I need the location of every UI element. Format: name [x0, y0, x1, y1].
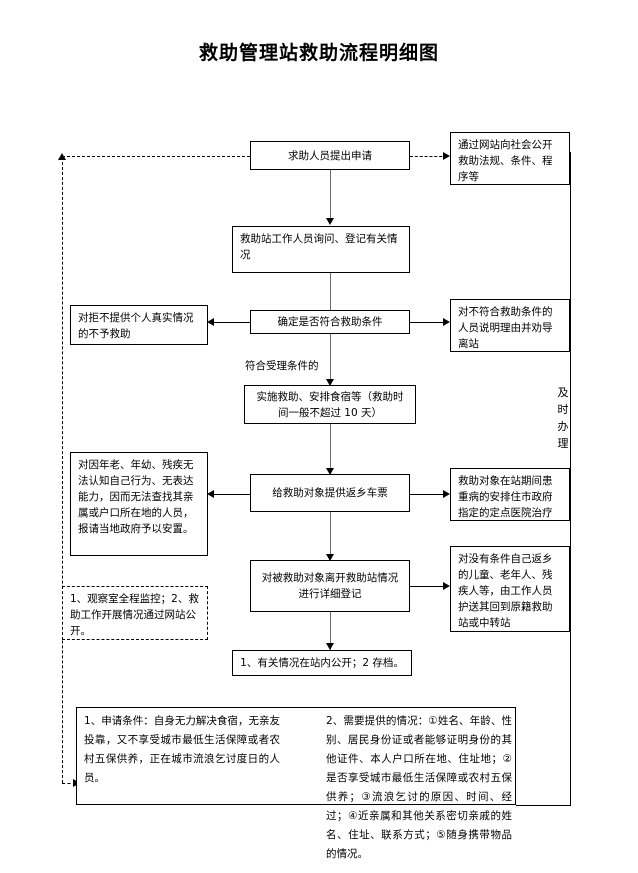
node-branch-not-eligible-label: 对不符合救助条件的人员说明理由并劝导离站: [458, 306, 553, 350]
connector-right-return-bottom: [516, 805, 571, 806]
arrowhead-escort: [443, 582, 450, 590]
footer-note-right: 2、需要提供的情况：①姓名、年龄、性别、居民身份证或者能够证明身份的其他证件、本…: [326, 715, 512, 860]
connector-ticket-to-register: [330, 512, 331, 560]
arrowhead-refuse-truth: [207, 318, 214, 326]
node-step-assist[interactable]: 实施救助、安排食宿等（救助时间一般不超过 10 天）: [244, 385, 416, 424]
page-title: 救助管理站救助流程明细图: [198, 42, 439, 64]
node-step-assist-label: 实施救助、安排食宿等（救助时间一般不超过 10 天）: [256, 390, 404, 419]
node-step-inquire[interactable]: 救助站工作人员询问、登记有关情况: [232, 226, 410, 273]
connector-left-dashed-vertical: [62, 162, 63, 783]
connector-assist-to-ticket: [330, 424, 331, 474]
node-branch-refuse-truth-label: 对拒不提供个人真实情况的不予救助: [78, 312, 194, 340]
arrowhead-publicize: [443, 152, 450, 160]
node-branch-refuse-truth[interactable]: 对拒不提供个人真实情况的不予救助: [70, 305, 208, 345]
node-step-apply[interactable]: 求助人员提出申请: [250, 141, 410, 170]
arrowhead-ticket: [326, 468, 334, 475]
node-branch-not-eligible[interactable]: 对不符合救助条件的人员说明理由并劝导离站: [450, 299, 570, 352]
node-step-inquire-label: 救助站工作人员询问、登记有关情况: [240, 233, 398, 261]
connector-apply-to-inquire: [330, 170, 331, 222]
node-branch-publicize[interactable]: 通过网站向社会公开救助法规、条件、程序等: [450, 132, 570, 185]
node-step-ticket[interactable]: 给救助对象提供返乡车票: [250, 474, 410, 512]
connector-ticket-to-hospital: [410, 494, 447, 495]
connector-determine-to-not-eligible: [410, 322, 447, 323]
node-step-ticket-label: 给救助对象提供返乡车票: [272, 487, 388, 499]
node-step-determine[interactable]: 确定是否符合救助条件: [250, 310, 410, 334]
connector-determine-to-assist: [330, 334, 331, 384]
arrowhead-register-leave: [326, 554, 334, 561]
arrowhead-hospital: [443, 490, 450, 498]
arrowhead-publish-archive: [326, 643, 334, 650]
edge-label-eligible: 符合受理条件的: [245, 358, 319, 373]
node-step-register-leave[interactable]: 对被救助对象离开救助站情况进行详细登记: [250, 560, 410, 612]
node-step-register-leave-label: 对被救助对象离开救助站情况进行详细登记: [261, 572, 399, 600]
node-branch-hospital[interactable]: 救助对象在站期间患重病的安排住市政府指定的定点医院治疗: [450, 468, 570, 521]
connector-determine-to-refuse: [214, 322, 250, 323]
node-branch-resettle[interactable]: 对因年老、年幼、残疾无法认知自己行为、无表达能力，因而无法查找其亲属或户口所在地…: [70, 452, 208, 556]
node-step-determine-label: 确定是否符合救助条件: [277, 316, 383, 328]
connector-register-to-escort: [410, 586, 447, 587]
connector-apply-left-dashed: [62, 156, 250, 157]
connector-right-return-vertical: [570, 152, 571, 805]
node-branch-publicize-label: 通过网站向社会公开救助法规、条件、程序等: [458, 139, 553, 183]
node-step-publish-archive-label: 1、有关情况在站内公开；2 存档。: [240, 657, 404, 669]
connector-ticket-to-resettle: [214, 494, 250, 495]
connector-apply-to-publicize-dashed: [410, 156, 447, 157]
connector-inquire-to-determine: [330, 273, 331, 315]
label-timely-processing: 及时办理: [557, 386, 569, 450]
connector-left-dashed-to-footer: [62, 783, 76, 784]
arrowhead-not-eligible: [443, 318, 450, 326]
arrowhead-inquire: [326, 218, 334, 225]
node-step-apply-label: 求助人员提出申请: [288, 149, 372, 162]
connector-register-to-publish: [330, 612, 331, 650]
arrowhead-apply-loop-up: [58, 153, 66, 160]
footer-note-left: 1、申请条件：自身无力解决食宿，无亲友投靠，又不享受城市最低生活保障或者农村五保…: [84, 715, 280, 784]
node-note-monitor-label: 1、观察室全程监控；2、救助工作开展情况通过网站公开。: [70, 593, 199, 637]
arrowhead-assist: [326, 379, 334, 386]
node-step-publish-archive[interactable]: 1、有关情况在站内公开；2 存档。: [232, 650, 412, 676]
node-branch-hospital-label: 救助对象在站期间患重病的安排住市政府指定的定点医院治疗: [458, 475, 553, 519]
node-branch-escort-label: 对没有条件自己返乡的儿童、老年人、残疾人等，由工作人员护送其回到原籍救助站或中转…: [458, 553, 553, 629]
node-branch-escort[interactable]: 对没有条件自己返乡的儿童、老年人、残疾人等，由工作人员护送其回到原籍救助站或中转…: [450, 546, 570, 632]
node-branch-resettle-label: 对因年老、年幼、残疾无法认知自己行为、无表达能力，因而无法查找其亲属或户口所在地…: [78, 459, 194, 535]
arrowhead-resettle: [207, 490, 214, 498]
footer-note-box: [76, 707, 516, 805]
node-note-monitor[interactable]: 1、观察室全程监控；2、救助工作开展情况通过网站公开。: [62, 586, 208, 640]
